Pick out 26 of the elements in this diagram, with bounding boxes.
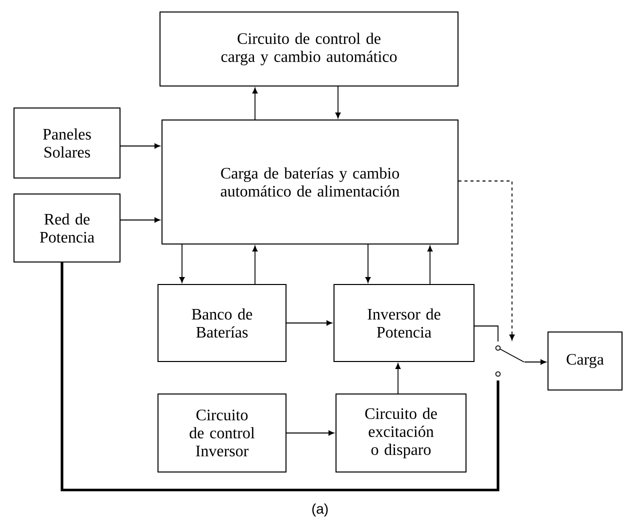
caption-label: (a) <box>312 503 328 517</box>
arrow <box>427 246 433 284</box>
control-box: Circuito de control de carga y cambio automático <box>160 12 458 86</box>
arrow <box>120 217 160 223</box>
arrow <box>286 430 334 436</box>
block-box: Inversor de Potencia <box>334 284 474 362</box>
block-box: Circuito de excitación o disparo <box>336 394 466 472</box>
load-box: Carga <box>548 332 622 390</box>
arrow <box>252 246 258 284</box>
arrow <box>179 244 185 283</box>
process-box: Carga de baterías y cambio automático de alimentación <box>162 120 458 244</box>
connector-line <box>474 326 498 342</box>
arrow <box>395 363 401 394</box>
connector-line <box>60 262 500 492</box>
block-box: Circuito de control Inversor <box>158 394 286 472</box>
switch-drawing <box>495 345 524 377</box>
arrow <box>524 359 546 365</box>
block-box: Paneles Solares <box>14 108 120 178</box>
block-box: Red de Potencia <box>14 194 120 262</box>
block-box: Banco de Baterías <box>158 284 286 362</box>
arrow <box>286 320 332 326</box>
dashed-arrow <box>458 180 515 340</box>
arrow <box>335 86 341 118</box>
arrow <box>252 88 258 120</box>
arrow <box>365 244 371 283</box>
arrow <box>120 143 160 149</box>
